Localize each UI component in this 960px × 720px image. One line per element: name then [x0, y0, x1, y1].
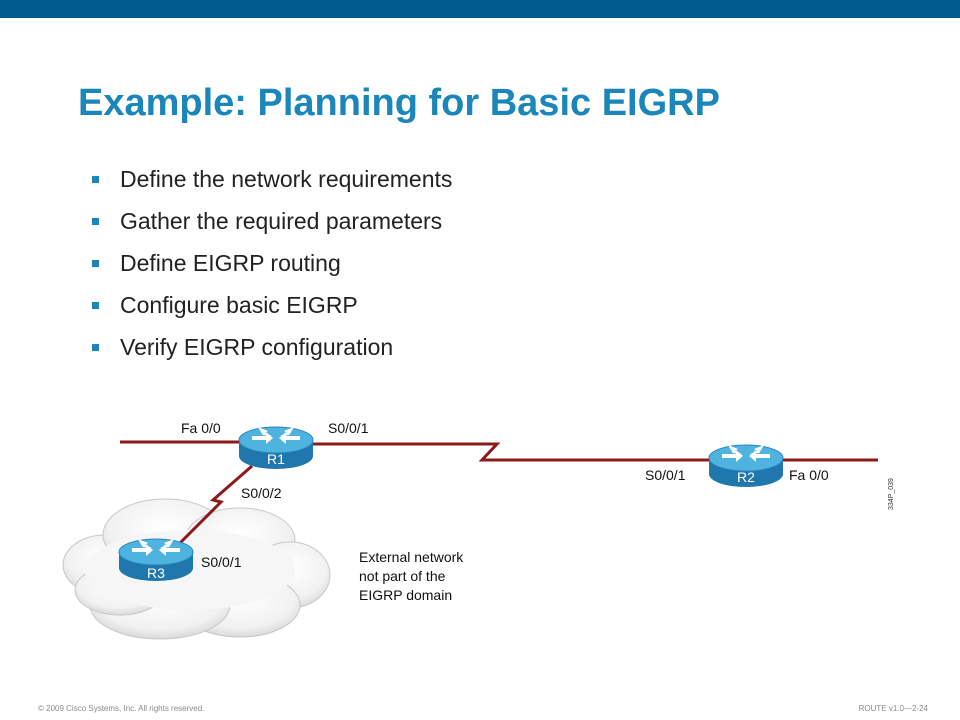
bullet-text: Configure basic EIGRP	[120, 292, 358, 318]
external-note-line: External network	[359, 549, 464, 565]
bullet-text: Define the network requirements	[120, 166, 453, 192]
r1-s001-label: S0/0/1	[328, 420, 369, 436]
r2-fa00-label: Fa 0/0	[789, 467, 829, 483]
slide-title: Example: Planning for Basic EIGRP	[78, 82, 720, 124]
router-r2-label: R2	[737, 469, 755, 485]
bullet-text: Gather the required parameters	[120, 208, 443, 234]
external-network-note: External network not part of the EIGRP d…	[359, 549, 464, 603]
bullet-item: Verify EIGRP configuration	[92, 331, 452, 373]
bullet-list: Define the network requirements Gather t…	[92, 163, 452, 373]
router-r1[interactable]: R1	[238, 426, 314, 469]
bullet-item: Gather the required parameters	[92, 205, 452, 247]
square-bullet-icon	[92, 260, 99, 267]
r1-r2-serial-link	[312, 442, 710, 462]
external-network-cloud	[62, 498, 331, 640]
figure-id-label: 334P_039	[888, 478, 895, 510]
bullet-item: Define EIGRP routing	[92, 247, 452, 289]
bullet-text: Verify EIGRP configuration	[120, 334, 394, 360]
router-r3[interactable]: R3	[118, 538, 194, 581]
r2-s001-label: S0/0/1	[645, 467, 686, 483]
external-note-line: not part of the	[359, 568, 446, 584]
square-bullet-icon	[92, 344, 99, 351]
router-r1-label: R1	[267, 451, 285, 467]
footer-copyright: © 2009 Cisco Systems, Inc. All rights re…	[38, 704, 205, 713]
r1-s002-label: S0/0/2	[241, 485, 282, 501]
square-bullet-icon	[92, 176, 99, 183]
bullet-text: Define EIGRP routing	[120, 250, 341, 276]
router-r3-label: R3	[147, 565, 165, 581]
square-bullet-icon	[92, 302, 99, 309]
external-note-line: EIGRP domain	[359, 587, 452, 603]
bullet-item: Configure basic EIGRP	[92, 289, 452, 331]
r1-fa00-label: Fa 0/0	[181, 420, 221, 436]
top-banner-bar	[0, 0, 960, 18]
network-links	[120, 440, 878, 547]
r1-r3-serial-link	[176, 464, 253, 547]
bullet-item: Define the network requirements	[92, 163, 452, 205]
square-bullet-icon	[92, 218, 99, 225]
router-r2[interactable]: R2	[708, 444, 784, 487]
r3-s001-label: S0/0/1	[201, 554, 242, 570]
footer-course-page: ROUTE v1.0—2-24	[858, 704, 928, 713]
